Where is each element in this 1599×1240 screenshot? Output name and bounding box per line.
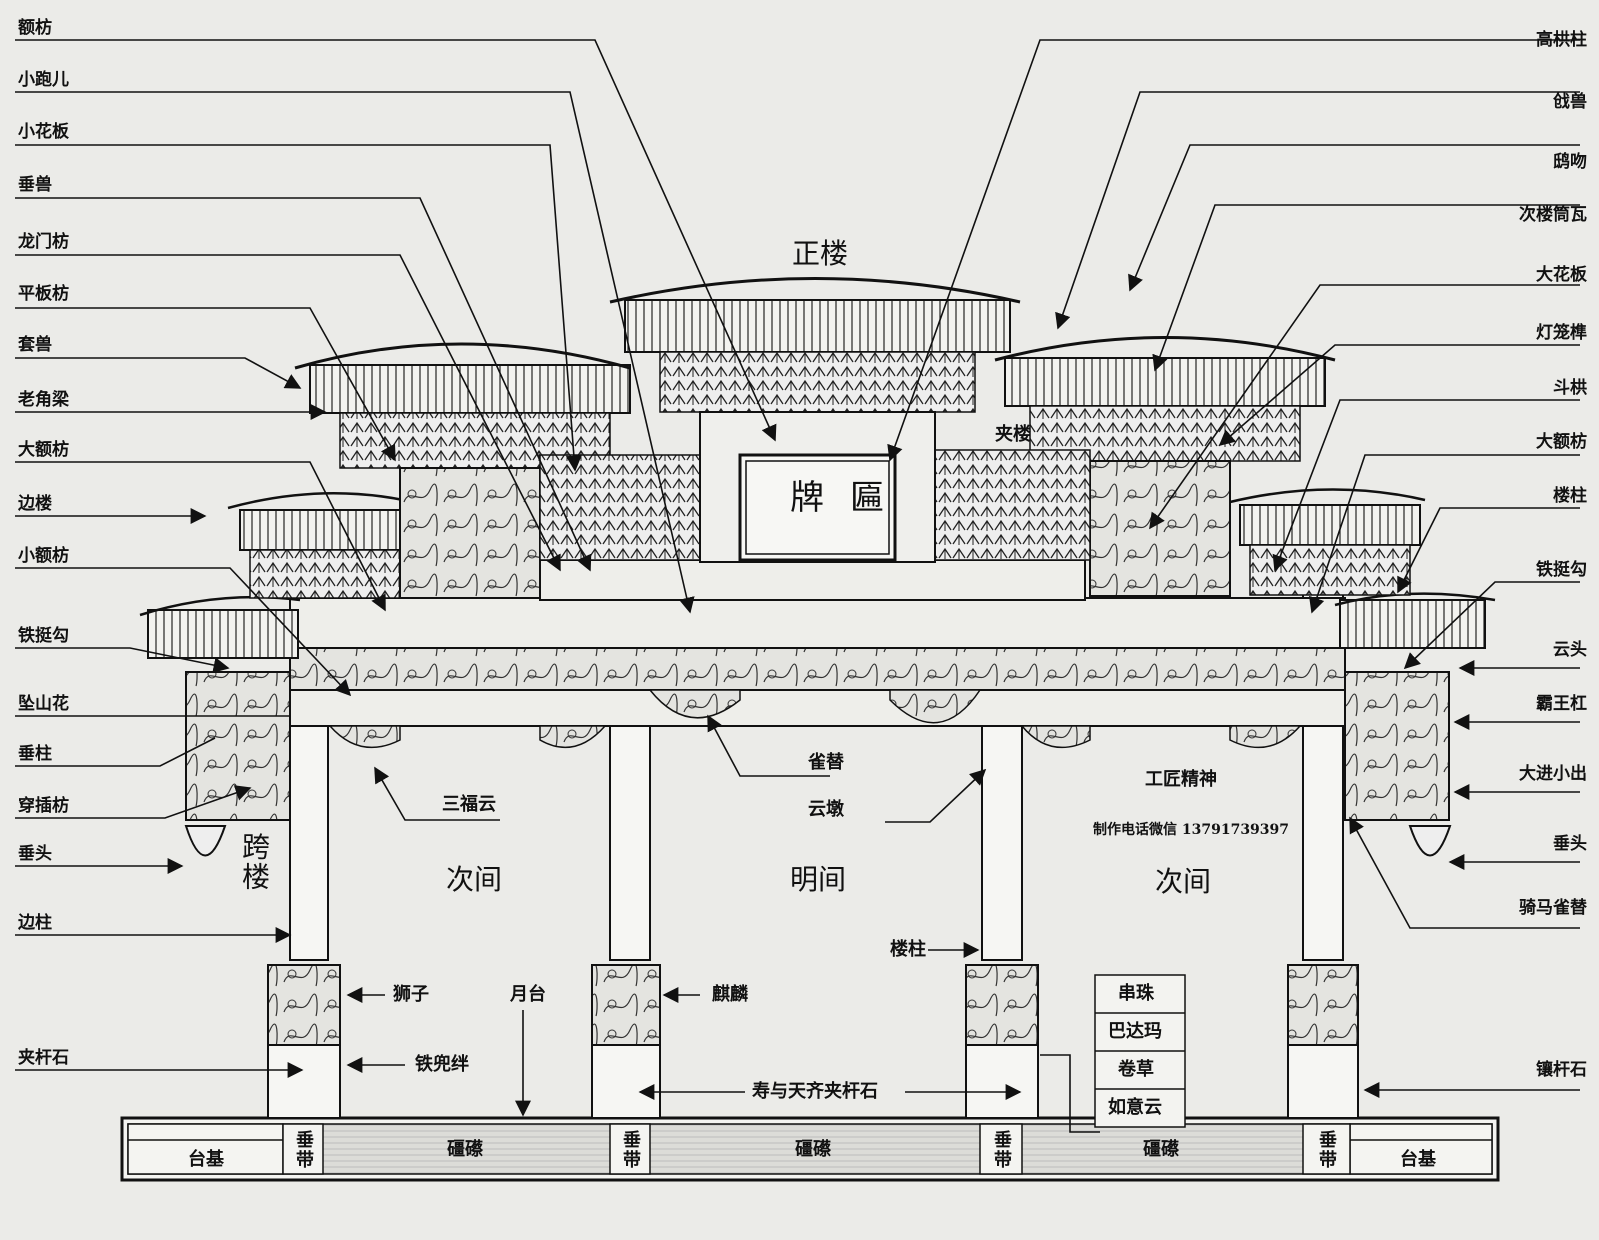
jia-lou-right [914,449,1091,561]
clamp-stone-4 [1287,964,1359,1119]
legend-box [1094,974,1186,1128]
leader-lines [15,39,1580,1133]
clamp-stone-1 [267,964,341,1119]
clamp-stone-3 [965,964,1039,1119]
columns [267,589,1359,1119]
side-wing-left [139,595,301,857]
side-wing-right [1334,592,1496,857]
jia-lou-left [539,454,711,561]
edge-tower-right [1229,488,1426,596]
edge-tower-left [227,491,426,599]
base-platform [120,1116,1500,1182]
main-tower [609,277,1021,563]
clamp-stone-2 [591,964,661,1119]
